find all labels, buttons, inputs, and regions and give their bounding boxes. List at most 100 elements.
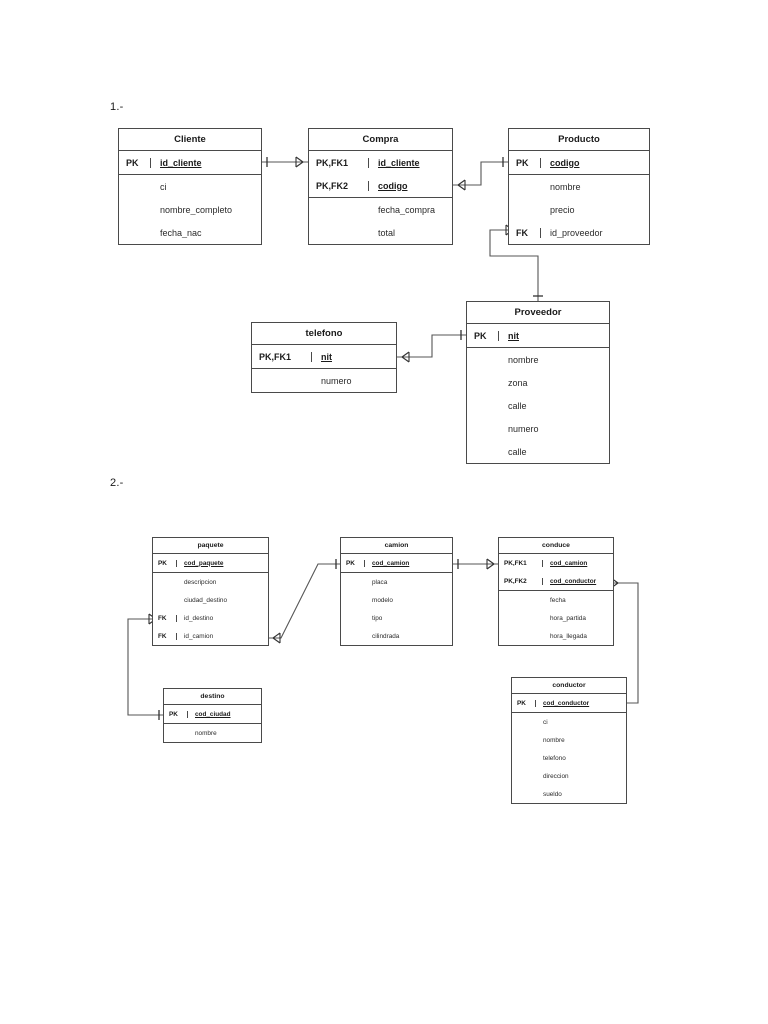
attribute-name: id_cliente bbox=[378, 157, 420, 168]
table-row[interactable]: numero bbox=[467, 417, 609, 440]
attribute-section-paquete: descripcion ciudad_destino FK id_destino… bbox=[153, 573, 268, 645]
key-section-conduce: PK,FK1 cod_camion PK,FK2 cod_conductor bbox=[499, 554, 613, 591]
table-row[interactable]: PK,FK1 nit bbox=[252, 345, 396, 368]
table-row[interactable]: FK id_destino bbox=[153, 609, 268, 627]
attribute-name: ciudad_destino bbox=[184, 596, 227, 604]
table-row[interactable]: PK,FK2 codigo bbox=[309, 174, 452, 197]
entity-destino[interactable]: destino PK cod_ciudad nombre bbox=[163, 688, 262, 743]
table-row[interactable]: nombre bbox=[467, 348, 609, 371]
table-row[interactable]: fecha_nac bbox=[119, 221, 261, 244]
table-row[interactable]: PK,FK1 cod_camion bbox=[499, 554, 613, 572]
attribute-section-telefono: numero bbox=[252, 369, 396, 392]
attribute-name: nombre bbox=[195, 729, 217, 737]
table-row[interactable]: zona bbox=[467, 371, 609, 394]
attribute-name: total bbox=[378, 227, 396, 238]
attribute-name: calle bbox=[508, 400, 527, 411]
table-row[interactable]: PK cod_ciudad bbox=[164, 705, 261, 723]
attribute-section-conductor: ci nombre telefono direccion sueldo bbox=[512, 713, 626, 803]
table-row[interactable]: fecha_compra bbox=[309, 198, 452, 221]
attribute-section-compra: fecha_compra total bbox=[309, 198, 452, 244]
entity-proveedor[interactable]: Proveedor PK nit nombre zona calle num bbox=[466, 301, 610, 464]
table-row[interactable]: hora_partida bbox=[499, 609, 613, 627]
attribute-section-camion: placa modelo tipo cilindrada bbox=[341, 573, 452, 645]
attribute-name: hora_llegada bbox=[550, 632, 587, 640]
table-row[interactable]: sueldo bbox=[512, 785, 626, 803]
attribute-name: cod_conductor bbox=[550, 577, 597, 585]
table-row[interactable]: telefono bbox=[512, 749, 626, 767]
table-row[interactable]: FK id_camion bbox=[153, 627, 268, 645]
entity-paquete[interactable]: paquete PK cod_paquete descripcion ciuda… bbox=[152, 537, 269, 646]
table-row[interactable]: ci bbox=[512, 713, 626, 731]
attribute-name: nombre bbox=[543, 736, 565, 744]
attribute-name: zona bbox=[508, 377, 528, 388]
attribute-name: cod_camion bbox=[550, 559, 588, 567]
table-row[interactable]: PK,FK1 id_cliente bbox=[309, 151, 452, 174]
attribute-name: fecha_compra bbox=[378, 204, 436, 215]
key-indicator: PK,FK2 bbox=[309, 180, 369, 191]
table-row[interactable]: direccion bbox=[512, 767, 626, 785]
table-row[interactable]: hora_llegada bbox=[499, 627, 613, 645]
entity-conduce[interactable]: conduce PK,FK1 cod_camion PK,FK2 cod_con… bbox=[498, 537, 614, 646]
key-indicator: PK bbox=[512, 699, 536, 707]
key-section-telefono: PK,FK1 nit bbox=[252, 345, 396, 369]
entity-title-producto: Producto bbox=[509, 129, 649, 151]
entity-title-conduce: conduce bbox=[499, 538, 613, 554]
key-section-destino: PK cod_ciudad bbox=[164, 705, 261, 724]
table-row[interactable]: tipo bbox=[341, 609, 452, 627]
key-section-producto: PK codigo bbox=[509, 151, 649, 175]
key-indicator: FK bbox=[153, 632, 177, 640]
entity-title-cliente: Cliente bbox=[119, 129, 261, 151]
attribute-name: hora_partida bbox=[550, 614, 586, 622]
attribute-name: descripcion bbox=[184, 578, 217, 586]
table-row[interactable]: total bbox=[309, 221, 452, 244]
attribute-section-proveedor: nombre zona calle numero calle bbox=[467, 348, 609, 463]
table-row[interactable]: PK cod_paquete bbox=[153, 554, 268, 572]
table-row[interactable]: PK,FK2 cod_conductor bbox=[499, 572, 613, 590]
attribute-name: id_destino bbox=[184, 614, 214, 622]
table-row[interactable]: PK id_cliente bbox=[119, 151, 261, 174]
attribute-name: cod_camion bbox=[372, 559, 410, 567]
key-indicator: FK bbox=[509, 227, 541, 238]
table-row[interactable]: numero bbox=[252, 369, 396, 392]
entity-producto[interactable]: Producto PK codigo nombre precio FK id_p… bbox=[508, 128, 650, 245]
table-row[interactable]: precio bbox=[509, 198, 649, 221]
entity-conductor[interactable]: conductor PK cod_conductor ci nombre tel… bbox=[511, 677, 627, 804]
table-row[interactable]: PK cod_camion bbox=[341, 554, 452, 572]
table-row[interactable]: nombre bbox=[509, 175, 649, 198]
table-row[interactable]: modelo bbox=[341, 591, 452, 609]
table-row[interactable]: nombre bbox=[164, 724, 261, 742]
table-row[interactable]: nombre bbox=[512, 731, 626, 749]
key-section-compra: PK,FK1 id_cliente PK,FK2 codigo bbox=[309, 151, 452, 198]
table-row[interactable]: FK id_proveedor bbox=[509, 221, 649, 244]
section-label-1: 1.- bbox=[110, 101, 124, 113]
attribute-name: numero bbox=[508, 423, 539, 434]
key-indicator: PK bbox=[164, 710, 188, 718]
table-row[interactable]: calle bbox=[467, 440, 609, 463]
table-row[interactable]: cilindrada bbox=[341, 627, 452, 645]
table-row[interactable]: ciudad_destino bbox=[153, 591, 268, 609]
attribute-name: modelo bbox=[372, 596, 393, 604]
key-section-cliente: PK id_cliente bbox=[119, 151, 261, 175]
attribute-section-conduce: fecha hora_partida hora_llegada bbox=[499, 591, 613, 645]
table-row[interactable]: calle bbox=[467, 394, 609, 417]
attribute-name: sueldo bbox=[543, 790, 562, 798]
table-row[interactable]: ci bbox=[119, 175, 261, 198]
table-row[interactable]: descripcion bbox=[153, 573, 268, 591]
table-row[interactable]: nombre_completo bbox=[119, 198, 261, 221]
entity-cliente[interactable]: Cliente PK id_cliente ci nombre_completo… bbox=[118, 128, 262, 245]
table-row[interactable]: fecha bbox=[499, 591, 613, 609]
table-row[interactable]: PK codigo bbox=[509, 151, 649, 174]
entity-compra[interactable]: Compra PK,FK1 id_cliente PK,FK2 codigo f… bbox=[308, 128, 453, 245]
attribute-name: nombre bbox=[508, 354, 539, 365]
table-row[interactable]: placa bbox=[341, 573, 452, 591]
attribute-name: codigo bbox=[378, 180, 408, 191]
entity-title-paquete: paquete bbox=[153, 538, 268, 554]
key-indicator: PK bbox=[467, 330, 499, 341]
table-row[interactable]: PK nit bbox=[467, 324, 609, 347]
entity-telefono[interactable]: telefono PK,FK1 nit numero bbox=[251, 322, 397, 393]
entity-camion[interactable]: camion PK cod_camion placa modelo tipo bbox=[340, 537, 453, 646]
table-row[interactable]: PK cod_conductor bbox=[512, 694, 626, 712]
attribute-name: cod_conductor bbox=[543, 699, 590, 707]
key-section-camion: PK cod_camion bbox=[341, 554, 452, 573]
